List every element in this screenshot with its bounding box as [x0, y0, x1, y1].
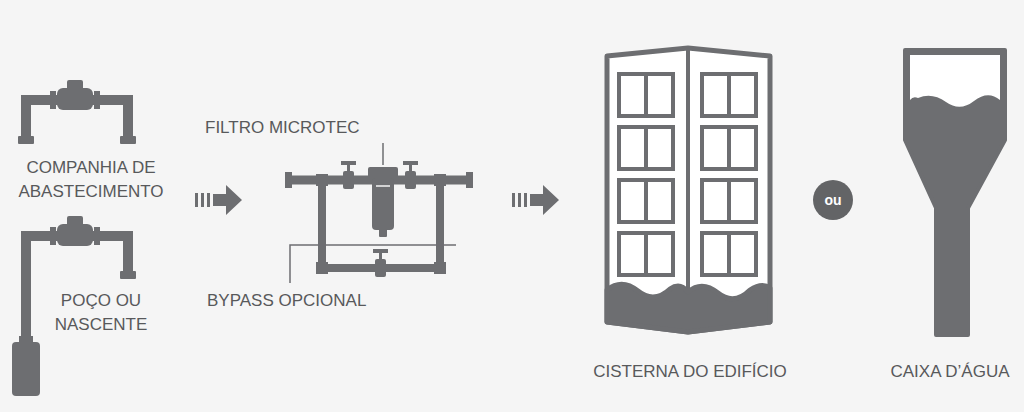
or-circle: ou [813, 180, 853, 220]
building-cistern [607, 48, 770, 332]
water-tower [905, 50, 1005, 335]
flow-arrow [195, 185, 242, 215]
caption-label: POÇO OU NASCENTE [45, 289, 157, 337]
caption-label: CISTERNA DO EDIFÍCIO [580, 360, 800, 384]
caption-label: FILTRO MICROTEC [205, 116, 377, 140]
node-text: ou [824, 192, 841, 208]
caption-label: CAIXA D’ÁGUA [880, 360, 1020, 384]
caption-label: COMPANHIA DE ABASTECIMENTO [2, 156, 180, 204]
filter-assembly [285, 161, 473, 277]
caption-label: BYPASS OPCIONAL [207, 289, 407, 313]
flow-arrow [512, 185, 559, 215]
supply-pipe-icon [18, 80, 136, 144]
leader-line [290, 143, 456, 283]
